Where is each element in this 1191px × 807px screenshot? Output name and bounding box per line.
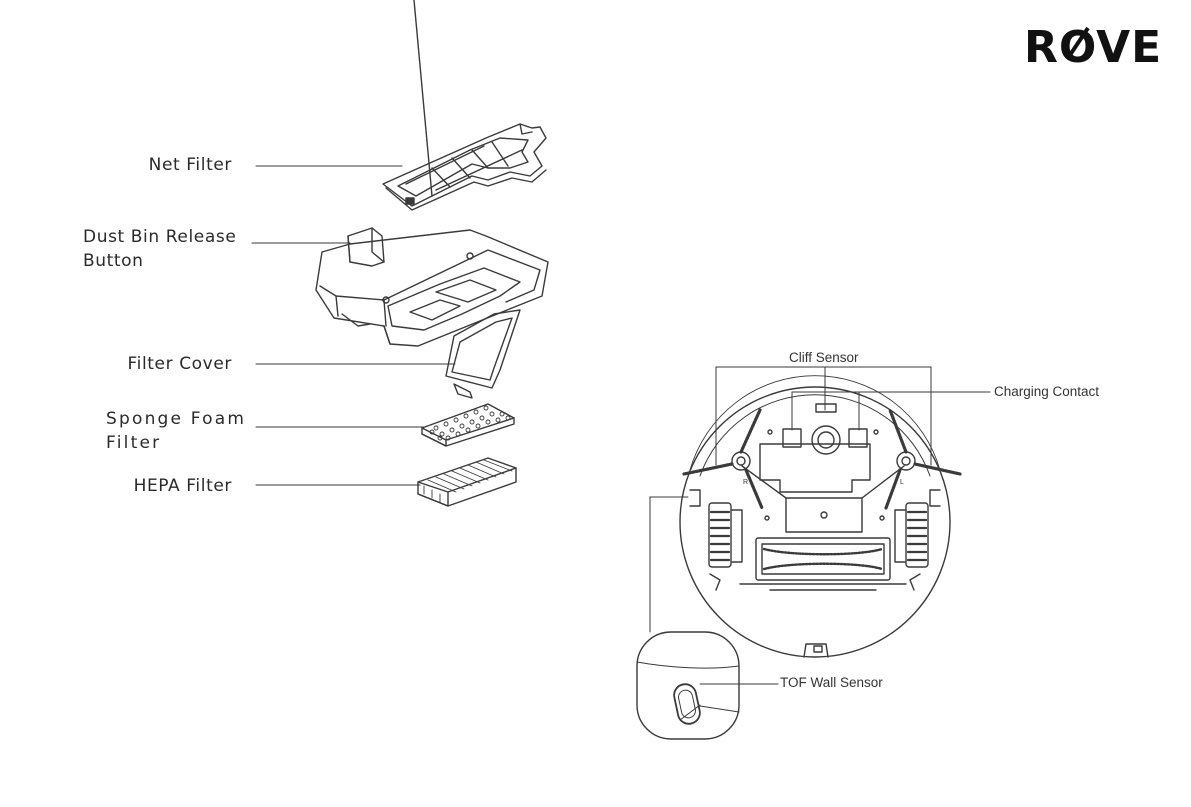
brush-right-marker: R: [743, 479, 748, 486]
filter-cover-part: [446, 310, 520, 398]
robot-underside: [680, 376, 960, 657]
hepa-filter-part: [418, 458, 516, 506]
sponge-foam-filter-part: [422, 404, 514, 446]
left-leader-lines: [252, 166, 455, 485]
net-filter-part: [383, 0, 546, 210]
tof-wall-sensor-callout: [637, 497, 778, 739]
brush-left-marker: L: [900, 479, 904, 486]
